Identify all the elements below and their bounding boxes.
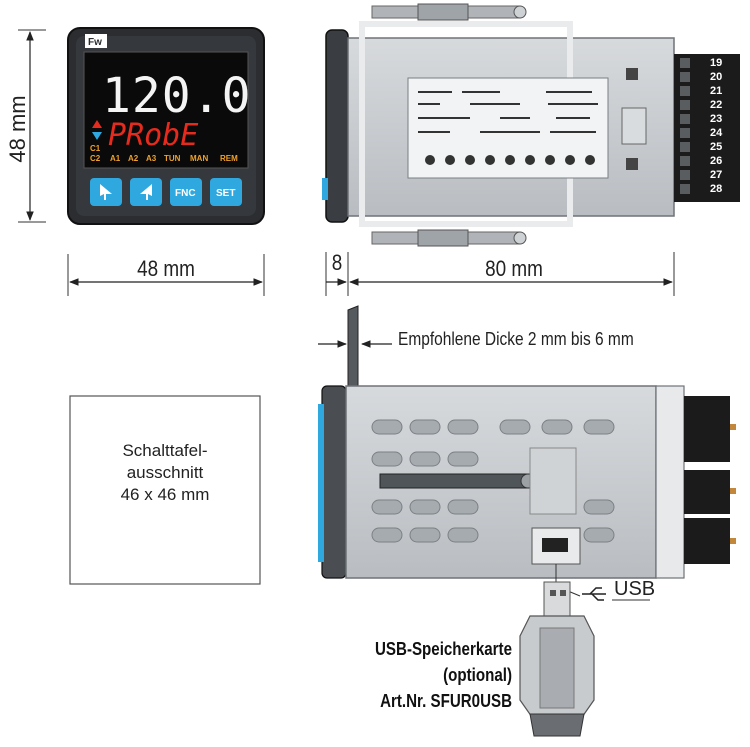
usb-symbol-icon [582,587,606,601]
set-button[interactable] [210,178,242,206]
housing-vents [371,419,615,543]
body-depth-label: 80 mm [485,256,543,281]
side-key-strip [318,404,324,562]
front-view: Fw 120.0 PRobE C1 C2 A1 A2 A3 TUN MAN RE… [18,27,265,296]
terminal-label: 22 [710,99,722,111]
usb-plug [543,581,571,617]
side-view [318,305,736,601]
rear-terminals [684,396,736,564]
front-height-label: 48 mm [5,95,30,163]
arrow-down-icon [140,184,152,200]
panel-cutout-box [69,395,261,585]
usb-stick-grip [539,627,575,709]
cutout-line-2: ausschnitt [126,463,204,482]
latch-window-bottom [626,158,638,170]
indicator-c2: C2 [90,154,101,163]
main-display-value: 120.0 [102,68,252,124]
terminal-label: 28 [710,183,722,195]
terminal-label: 21 [710,85,722,97]
usb-card-line-1: USB-Speicherkarte [375,639,512,659]
brand-logo-text: Fw [88,37,102,48]
terminal-screws [680,58,690,194]
indicator-tun: TUN [164,154,181,163]
side-clamp-screw [379,473,531,489]
fnc-button[interactable] [170,178,202,206]
usb-card-line-3: Art.Nr. SFUR0USB [380,691,512,711]
sub-display-text: PRobE [108,118,198,153]
bezel-side [325,29,349,223]
terminal-labels: 19 20 21 22 23 24 25 26 27 28 [710,57,723,195]
indicator-a1: A1 [110,154,121,163]
usb-port-housing [531,527,581,565]
clamp-screw-bottom [417,229,469,247]
indicator-rem: REM [220,154,238,163]
terminal-label: 25 [710,141,722,153]
terminal-label: 24 [710,127,723,139]
terminal-label: 23 [710,113,722,125]
cutout-line-1: Schalttafel- [122,441,208,460]
terminal-label: 26 [710,155,722,167]
heat-sink [529,447,577,515]
bezel-depth-label: 8 [331,250,343,275]
front-width-label: 48 mm [137,256,195,281]
up-indicator-icon [92,120,102,128]
clamp-screw-top [417,3,469,21]
latch-window-top [626,68,638,80]
usb-memory-stick [519,581,595,737]
display-window [83,51,249,169]
terminal-label: 19 [710,57,722,69]
arrow-up-icon [100,184,112,200]
indicator-a3: A3 [146,154,157,163]
set-button-label: SET [216,188,235,199]
panel-thickness-note: Empfohlene Dicke 2 mm bis 6 mm [398,329,634,349]
side-bezel [321,385,347,579]
usb-stick-cap [529,713,585,737]
top-view: 19 20 21 22 23 24 25 26 27 28 [322,3,740,296]
screw-head-bottom-icon [513,231,527,245]
fnc-button-label: FNC [175,188,196,199]
brand-logo [85,34,107,48]
indicator-a2: A2 [128,154,139,163]
screw-head-top-icon [513,5,527,19]
label-symbols [425,155,595,165]
housing-latch [621,107,647,145]
usb-card-line-2: (optional) [443,665,512,685]
indicator-man: MAN [190,154,208,163]
cutout-line-3: 46 x 46 mm [120,485,210,504]
usb-label: USB [614,578,656,600]
down-indicator-icon [92,132,102,140]
terminal-label: 27 [710,169,722,181]
indicator-c1: C1 [90,144,101,153]
terminal-label: 20 [710,71,722,83]
usb-port [542,538,568,552]
side-key-edge [322,178,328,200]
label-print [418,91,598,133]
housing-rear [655,385,685,579]
